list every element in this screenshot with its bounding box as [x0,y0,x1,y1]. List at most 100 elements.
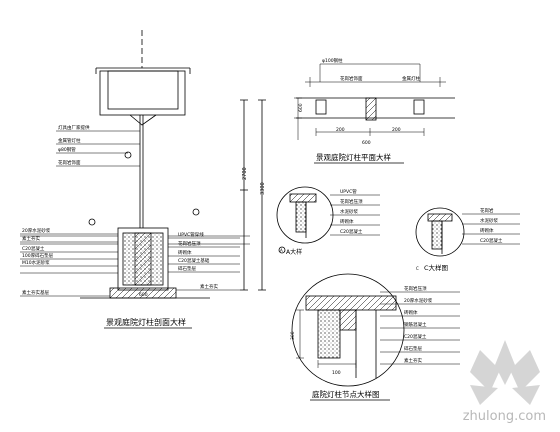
left-leaders [20,130,140,297]
detail-c-circle [415,207,465,257]
plan-top-label: 金属灯柱 [402,75,420,82]
detail-d-bottom-dim [317,360,357,368]
left-label-group: 灯具由厂家提供 金属管灯柱 φ80钢管 花岗岩饰面 20厚水泥砂浆 素土夯实 C… [22,124,90,296]
detail-d-title: 庭院灯柱节点大样图 [312,389,380,399]
detail-c-cap [427,213,453,222]
main-left-label: 花岗岩饰面 [58,159,81,166]
c-label: 花岗岩 [480,207,494,214]
main-left-label: M10水泥砂浆 [22,259,50,266]
dim-d-width: 100 [332,370,341,376]
detail-c-title: C大样图 [424,263,448,272]
lamp-cap [95,67,191,74]
lamp-head-inner [107,70,179,110]
main-left-label: 20厚水泥砂浆 [22,227,51,234]
logo-petal [512,385,540,405]
plan-bottom-dim [315,128,425,136]
dim-d-height: 300 [290,331,296,340]
detail-d [291,273,460,387]
d-label: 20厚水泥砂浆 [404,297,433,304]
marker-c: C [416,266,419,271]
main-right-label: UPVC管穿线 [178,231,204,238]
lamp-head [99,70,186,116]
detail-d-cap [305,295,397,311]
right-label-group: UPVC管穿线 花岗岩压顶 砖砌体 C20混凝土基础 碎石垫层 素土夯实 [178,231,218,290]
detail-d-core [339,309,357,331]
c-label: 水泥砂浆 [480,217,498,224]
main-right-label: 素土夯实 [200,283,218,290]
a-label: 砖砌体 [340,218,354,225]
detail-c-wall [431,220,443,250]
main-right-label: 花岗岩压顶 [178,240,201,247]
plan-dim-width: 600 [362,140,371,146]
main-elevation [20,30,266,299]
plan-top-dim [305,77,446,87]
plan-post-center [365,97,377,121]
c-label: 砖砌体 [480,227,494,234]
detail-a-leaders [330,194,380,236]
marker-circle [88,218,96,226]
logo-petal [470,385,498,405]
a-label: 花岗岩压顶 [340,198,363,205]
plan-detail [294,63,455,140]
logo-petal [495,340,515,385]
detail-d-leaders [380,291,460,365]
main-left-label: 灯具由厂家提供 [58,124,90,131]
detail-d-side-dim [296,309,304,359]
d-label: C20混凝土 [404,333,427,340]
detail-d-labels: 花岗岩压顶 20厚水泥砂浆 砖砌体 钢筋混凝土 C20混凝土 碎石垫层 素土夯实 [404,285,433,364]
main-left-label: 100厚碎石垫层 [22,252,54,259]
dim-upper-height: 2700 [242,167,248,180]
main-elevation-title: 景观庭院灯柱剖面大样 [106,317,186,327]
plan-top-label: φ100钢柱 [322,57,343,64]
detail-c-leaders [462,213,520,245]
plan-leader-top [319,63,421,82]
d-label: 砖砌体 [404,309,418,316]
detail-d-circle [291,273,405,387]
a-label: C20混凝土 [340,228,363,235]
plan-dim-left: 200 [336,127,345,133]
d-label: 花岗岩压顶 [404,285,427,292]
a-label: 水泥砂浆 [340,208,358,215]
dim-base-width: 600 [139,292,148,298]
main-left-label: 素土夯实 [22,235,40,242]
detail-c [415,207,520,257]
main-left-label: 金属管灯柱 [58,137,81,144]
plan-post-left [315,99,327,115]
plan-dim-right: 200 [392,127,401,133]
main-right-label: C20混凝土基础 [178,257,210,264]
main-right-label: 砖砌体 [178,249,192,256]
d-label: 钢筋混凝土 [404,321,427,328]
detail-a-cap [289,193,317,203]
marker-a: A [280,248,283,253]
a-label: UPVC管 [340,188,357,195]
detail-a [276,186,380,254]
main-left-label: φ80钢管 [58,146,76,153]
marker-circle [192,208,200,216]
main-left-label: C20混凝土 [22,245,45,252]
main-right-label: 碎石垫层 [178,265,196,272]
ground-layers [20,235,250,245]
watermark-logo [470,340,540,405]
plan-side-dim [294,97,302,140]
detail-a-wall [295,201,307,233]
logo-petal [470,350,500,392]
plan-top-label: 花岗岩饰面 [340,75,363,82]
detail-d-wall [317,309,341,359]
plan-dim-depth: 600 [298,103,304,112]
detail-c-labels: 花岗岩 水泥砂浆 砖砌体 C20混凝土 [480,207,503,244]
right-leaders [168,237,240,291]
plan-post-right [413,99,425,115]
d-label: 素土夯实 [404,357,422,364]
marker-circle [278,246,286,254]
main-left-label: 素土夯实基层 [22,289,49,296]
plan-detail-title: 景观庭院灯柱平面大样 [316,152,391,162]
watermark-text: zhulong.com [462,409,546,424]
marker-circle [124,151,132,159]
d-label: 碎石垫层 [404,345,422,352]
dim-ticks [240,99,266,291]
c-label: C20混凝土 [480,237,503,244]
dim-total-height: 3300 [260,182,266,195]
base-core [134,232,152,286]
detail-a-title: A大样 [286,248,302,256]
logo-petal [510,350,540,392]
